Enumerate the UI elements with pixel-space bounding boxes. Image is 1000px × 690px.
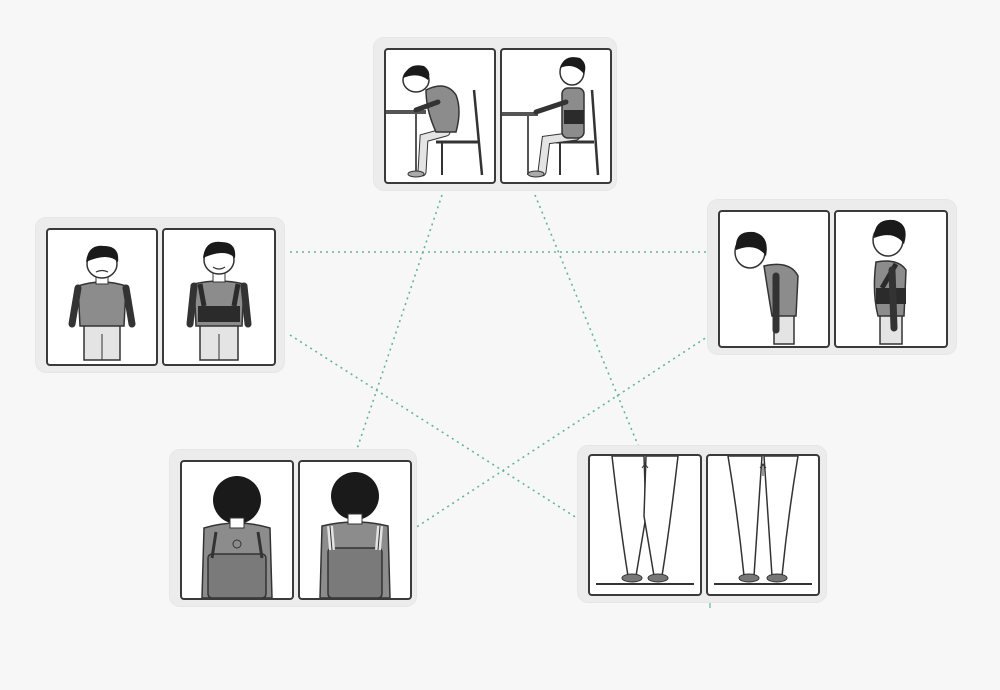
front-view-brace-figure <box>186 241 252 361</box>
legs-straight-figure <box>714 456 812 585</box>
panel-legs-bad <box>588 454 702 596</box>
side-view-brace-figure <box>872 219 907 345</box>
panel-legs-good <box>706 454 820 596</box>
panel-front-bad <box>46 228 158 366</box>
card-legs <box>578 446 826 602</box>
panel-backpack-good <box>298 460 412 600</box>
front-view-sad-figure <box>68 245 136 361</box>
card-sitting <box>374 38 616 190</box>
back-view-backpack-good-figure <box>319 472 391 598</box>
legs-knock-kneed-figure <box>596 456 694 585</box>
card-backpack <box>170 450 416 606</box>
panel-backpack-bad <box>180 460 294 600</box>
panel-front-good <box>162 228 276 366</box>
slouched-sitting-figure <box>386 65 484 178</box>
connector-line <box>534 194 641 451</box>
card-front <box>36 218 284 372</box>
panel-sitting-bad <box>384 48 496 184</box>
connector-line <box>354 194 443 456</box>
back-view-backpack-bad-figure <box>201 476 273 598</box>
upright-sitting-figure <box>502 57 600 178</box>
panel-side-bad <box>718 210 830 348</box>
panel-side-good <box>834 210 948 348</box>
side-view-head-forward-figure <box>734 231 799 345</box>
card-side <box>708 200 956 354</box>
panel-sitting-good <box>500 48 612 184</box>
